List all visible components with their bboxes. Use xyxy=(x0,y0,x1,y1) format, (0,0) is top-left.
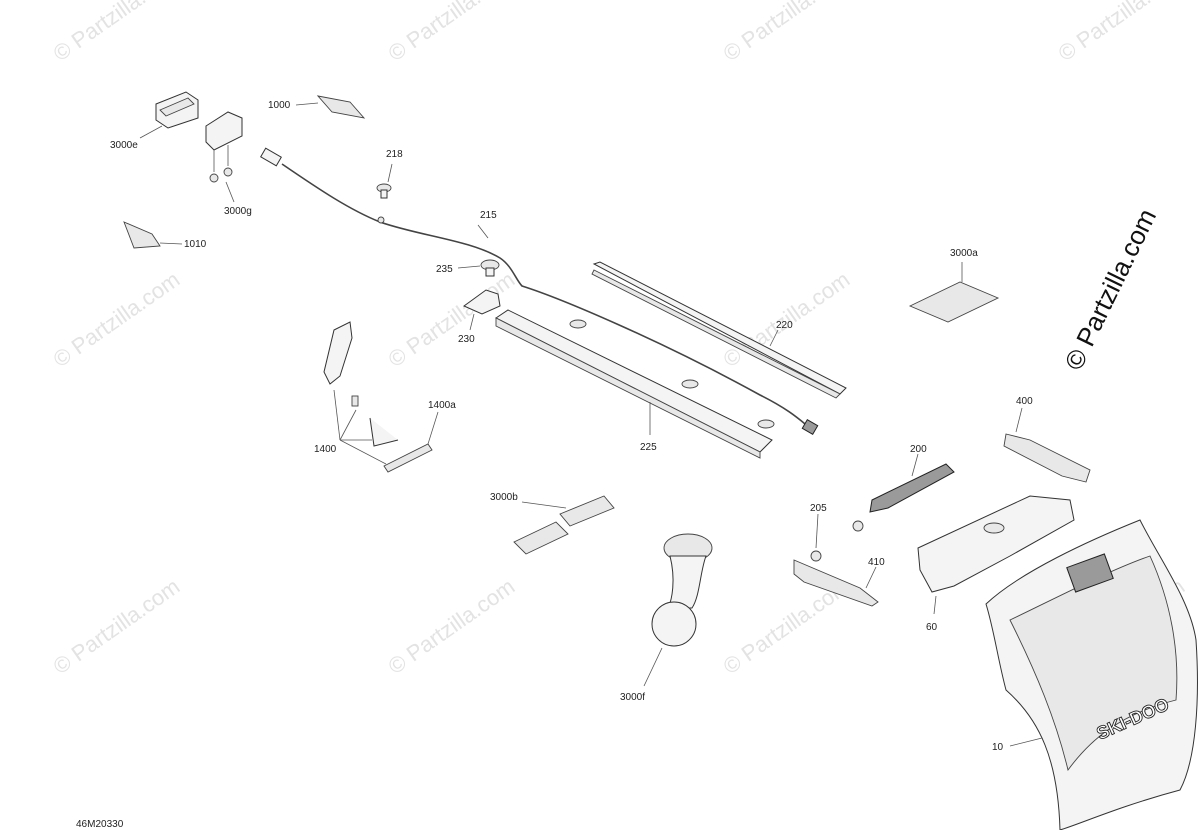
callout-3000b: 3000b xyxy=(490,492,518,503)
callout-60: 60 xyxy=(926,622,938,633)
callout-10: 10 xyxy=(992,742,1004,753)
callout-1400a: 1400a xyxy=(428,400,456,411)
watermark: © Partzilla.com xyxy=(384,574,520,680)
part-225-channel[interactable]: 225 xyxy=(495,309,775,459)
part-200-tail-light[interactable]: 200 xyxy=(869,444,955,513)
callout-215: 215 xyxy=(480,210,497,221)
watermark: © Partzilla.com xyxy=(384,0,520,66)
partzilla-side-watermark: © Partzilla.com xyxy=(1058,204,1162,375)
callout-400: 400 xyxy=(1016,396,1033,407)
callout-3000f: 3000f xyxy=(620,692,645,703)
diagram-reference: 46M20330 xyxy=(76,819,124,830)
part-205-grommets[interactable]: 205 xyxy=(810,503,864,562)
callout-410: 410 xyxy=(868,557,885,568)
callout-3000e: 3000e xyxy=(110,140,138,151)
callout-235: 235 xyxy=(436,264,453,275)
part-235-rivet[interactable]: 235 xyxy=(436,259,500,277)
watermark: © Partzilla.com xyxy=(719,0,855,66)
part-10-snow-flap[interactable]: SKI-DOO 10 xyxy=(985,519,1198,830)
part-220-rail[interactable]: 220 xyxy=(591,261,847,399)
watermark: © Partzilla.com xyxy=(49,267,185,373)
watermark: © Partzilla.com xyxy=(49,574,185,680)
part-3000a-manual[interactable]: 3000a xyxy=(908,248,1000,323)
part-3000e-bracket[interactable]: 3000e xyxy=(110,91,199,151)
callout-218: 218 xyxy=(386,149,403,160)
part-215-cable[interactable]: 215 xyxy=(260,147,819,436)
callout-205: 205 xyxy=(810,503,827,514)
part-218-rivet[interactable]: 218 xyxy=(376,149,403,199)
callout-1010: 1010 xyxy=(184,239,207,250)
watermark: © Partzilla.com xyxy=(49,0,185,66)
callout-230: 230 xyxy=(458,334,475,345)
callout-225: 225 xyxy=(640,442,657,453)
part-1010-decal[interactable]: 1010 xyxy=(123,221,207,250)
callout-3000g: 3000g xyxy=(224,206,252,217)
part-400-reflector[interactable]: 400 xyxy=(1003,396,1091,483)
part-3000b-pads[interactable]: 3000b xyxy=(490,492,615,555)
watermark: © Partzilla.com xyxy=(1054,0,1190,66)
callout-220: 220 xyxy=(776,320,793,331)
part-1000-decal[interactable]: 1000 xyxy=(268,95,366,119)
part-410-reflector[interactable]: 410 xyxy=(793,557,885,607)
part-3000f-funnel[interactable]: 3000f xyxy=(620,533,713,703)
part-60-housing[interactable]: 60 xyxy=(917,495,1075,633)
callout-3000a: 3000a xyxy=(950,248,978,259)
watermark-layer: © Partzilla.com © Partzilla.com © Partzi… xyxy=(49,0,1190,679)
part-1400-tool-kit[interactable]: 1400 xyxy=(314,321,399,465)
callout-200: 200 xyxy=(910,444,927,455)
part-230-clip[interactable]: 230 xyxy=(458,289,501,345)
part-3000g-mount[interactable]: 3000g xyxy=(205,111,252,217)
part-1400a-strap[interactable]: 1400a xyxy=(383,400,456,473)
callout-1000: 1000 xyxy=(268,100,291,111)
callout-1400: 1400 xyxy=(314,444,337,455)
